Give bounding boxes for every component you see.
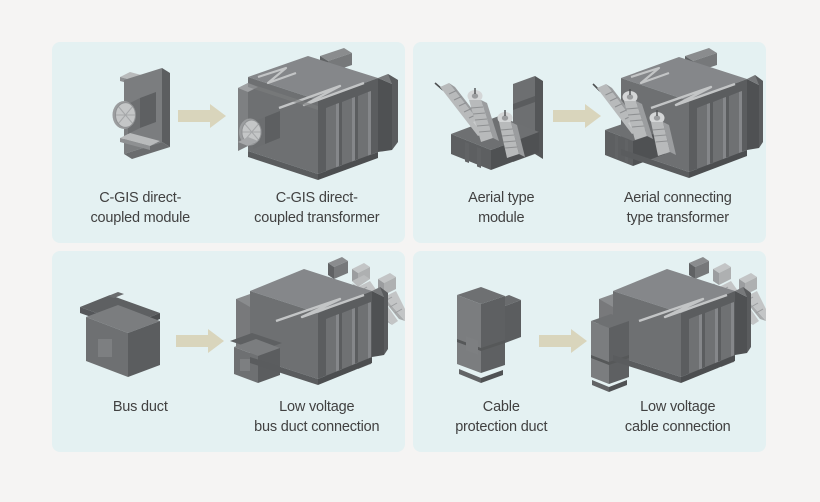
caption-bus-duct-connection: Low voltage bus duct connection	[254, 399, 380, 435]
panel-captions-aerial: Aerial type module Aerial connecting typ…	[413, 188, 766, 228]
panel-captions-c-gis: C-GIS direct- coupled module C-GIS direc…	[52, 188, 405, 228]
c-gis-transformer-icon	[238, 48, 398, 180]
caption-c-gis-module: C-GIS direct- coupled module	[90, 190, 191, 226]
panel-c-gis-direct-coupled: C-GIS direct- coupled module C-GIS direc…	[52, 42, 405, 243]
panel-illustration-c-gis	[52, 42, 405, 190]
arrow-right-icon	[553, 104, 601, 128]
arrow-right-icon	[178, 104, 226, 128]
arrow-right-icon	[176, 329, 224, 353]
panel-cable-protection-duct: Cable protection duct Low voltage cable …	[413, 251, 766, 452]
cable-duct-icon	[457, 287, 521, 383]
arrow-right-icon	[539, 329, 587, 353]
panel-illustration-bus-duct	[52, 251, 405, 399]
bushing-icon	[622, 89, 653, 140]
bushing-icon	[649, 110, 676, 156]
aerial-transformer-icon	[592, 48, 763, 178]
cable-transformer-icon	[591, 257, 766, 392]
bus-duct-icon	[80, 292, 160, 377]
panel-captions-cable-duct: Cable protection duct Low voltage cable …	[413, 397, 766, 437]
aerial-module-icon	[434, 76, 543, 170]
caption-aerial-transformer: Aerial connecting type transformer	[623, 190, 732, 226]
caption-cable-protection-duct: Cable protection duct	[455, 399, 548, 435]
caption-c-gis-transformer: C-GIS direct- coupled transformer	[254, 190, 380, 226]
panel-bus-duct: Bus duct Low voltage bus duct connection	[52, 251, 405, 452]
bushing-icon	[497, 110, 525, 158]
caption-bus-duct: Bus duct	[112, 399, 168, 415]
panel-illustration-cable-duct	[413, 251, 766, 399]
caption-aerial-module: Aerial type module	[468, 190, 535, 226]
product-combination-board: C-GIS direct- coupled module C-GIS direc…	[52, 42, 766, 460]
bushing-icon	[467, 88, 499, 142]
caption-cable-connection: Low voltage cable connection	[624, 399, 731, 435]
panel-illustration-aerial	[413, 42, 766, 190]
panel-captions-bus-duct: Bus duct Low voltage bus duct connection	[52, 397, 405, 437]
panel-aerial-type: Aerial type module Aerial connecting typ…	[413, 42, 766, 243]
bus-duct-transformer-icon	[230, 257, 405, 385]
c-gis-module-icon	[112, 68, 170, 159]
